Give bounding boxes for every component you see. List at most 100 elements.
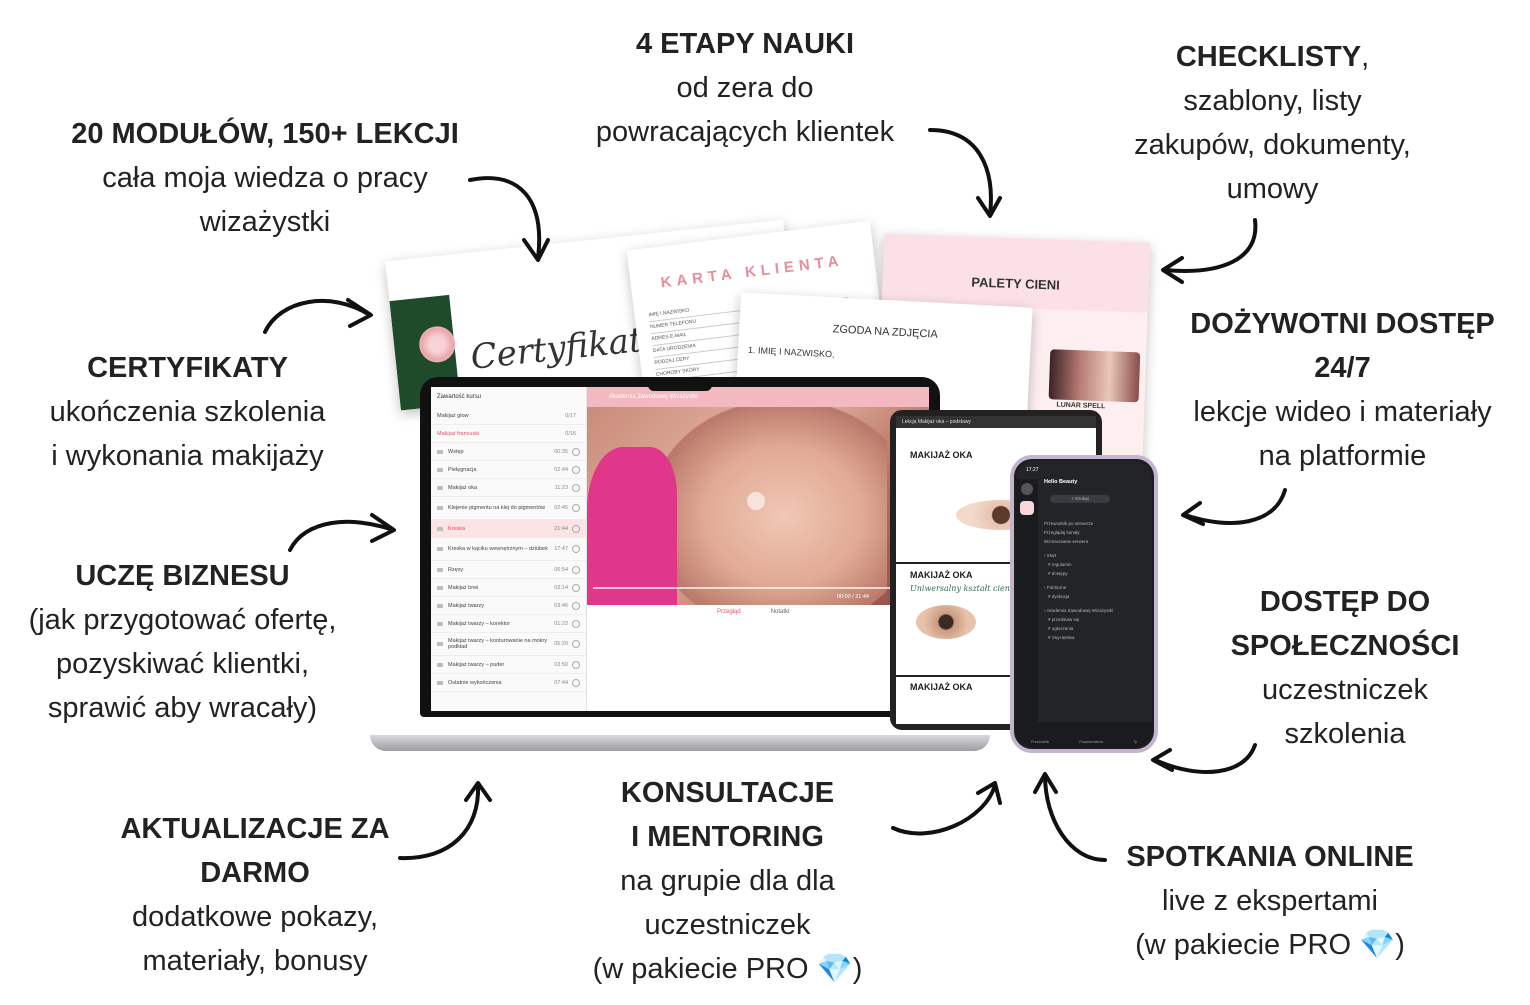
channel-item[interactable]: # regulamin bbox=[1048, 562, 1072, 567]
tablet-section-2: MAKIJAŻ OKA bbox=[910, 570, 973, 580]
lesson-video[interactable]: 00:00 / 21:44 bbox=[587, 407, 929, 605]
nav-tab[interactable]: Ty bbox=[1133, 740, 1137, 744]
completion-checkbox[interactable] bbox=[572, 583, 580, 592]
completion-checkbox[interactable] bbox=[572, 601, 580, 610]
callout-certificates: CERTYFIKATY ukończenia szkolenia i wykon… bbox=[15, 346, 360, 478]
server-avatar[interactable] bbox=[1020, 501, 1034, 515]
lesson-item[interactable]: Makijaż twarzy – konturowanie na mokry p… bbox=[431, 633, 586, 656]
tablet-section-3: MAKIJAŻ OKA bbox=[910, 682, 973, 692]
completion-checkbox[interactable] bbox=[572, 504, 580, 512]
server-menu-item[interactable]: Przewodnik po serwerze bbox=[1044, 521, 1094, 526]
callout-consult-line2: uczestniczek bbox=[644, 909, 811, 941]
channel-item[interactable]: # ogłoszenia bbox=[1048, 626, 1074, 631]
callout-certificates-line2: i wykonania makijaży bbox=[51, 440, 324, 472]
callout-lifetime-title: DOŻYWOTNI DOSTĘP bbox=[1190, 308, 1495, 340]
completion-checkbox[interactable] bbox=[572, 640, 580, 648]
callout-stages-line1: od zera do bbox=[676, 72, 814, 104]
callout-business-line1: (jak przygotować ofertę, bbox=[28, 604, 337, 636]
callout-community-title2: SPOŁECZNOŚCI bbox=[1230, 630, 1460, 662]
channel-category[interactable]: › Publiczne bbox=[1044, 585, 1067, 590]
video-time: 00:00 / 21:44 bbox=[836, 594, 869, 600]
completion-checkbox[interactable] bbox=[572, 678, 580, 687]
channel-item[interactable]: # zwycięstwa bbox=[1048, 635, 1075, 640]
callout-checklists-comma: , bbox=[1361, 41, 1370, 73]
chat-icon[interactable] bbox=[1021, 483, 1033, 495]
channel-item[interactable]: # dostępy bbox=[1048, 571, 1068, 576]
callout-consult-line1: na grupie dla dla bbox=[620, 865, 835, 897]
arrow-modules bbox=[468, 176, 542, 260]
arrow-stages bbox=[928, 128, 993, 217]
server-rail bbox=[1016, 479, 1038, 723]
callout-community-title: DOSTĘP DO bbox=[1259, 586, 1431, 618]
tablet-section-1: MAKIJAŻ OKA bbox=[910, 450, 973, 460]
channel-item[interactable]: # przedstaw się bbox=[1048, 617, 1080, 622]
laptop-camera-notch bbox=[648, 377, 712, 391]
channel-category[interactable]: › Start bbox=[1044, 553, 1057, 558]
search-input[interactable]: ⌕ Szukaj bbox=[1050, 495, 1110, 503]
arrow-community bbox=[1153, 743, 1257, 774]
lesson-main: Akademia Zawodowej Wizażystki 00:00 / 21… bbox=[587, 387, 929, 711]
callout-checklists-line2: zakupów, dokumenty, bbox=[1134, 129, 1411, 161]
tablet-header: Lekcja Makijaż oka – podstawy bbox=[896, 416, 1096, 428]
play-icon[interactable] bbox=[747, 492, 765, 510]
callout-meetings: SPOTKANIA ONLINE live z ekspertami (w pa… bbox=[1110, 835, 1430, 967]
arrow-certificates bbox=[263, 299, 372, 334]
callout-consult-line3-end: ) bbox=[852, 953, 863, 985]
callout-modules-title: 20 MODUŁÓW, 150+ LEKCJI bbox=[71, 118, 459, 150]
callout-lifetime-line1: lekcje wideo i materiały bbox=[1193, 396, 1492, 428]
callout-updates-title2: DARMO bbox=[200, 857, 310, 889]
completion-checkbox[interactable] bbox=[572, 565, 580, 574]
nav-tab[interactable]: Przewodnik bbox=[1031, 740, 1050, 744]
callout-business-title: UCZĘ BIZNESU bbox=[75, 560, 290, 592]
callout-modules: 20 MODUŁÓW, 150+ LEKCJI cała moja wiedza… bbox=[40, 112, 490, 244]
arrow-updates bbox=[398, 783, 481, 861]
video-icon bbox=[437, 585, 443, 590]
tab-overview[interactable]: Przegląd bbox=[717, 609, 741, 615]
nav-tab[interactable]: Powiadomienia bbox=[1079, 740, 1104, 744]
channel-category[interactable]: › Akademia Zawodowej Wizażystki bbox=[1044, 608, 1114, 613]
callout-consult-title: KONSULTACJE bbox=[620, 777, 835, 809]
server-menu-item[interactable]: Wzmacnianie serwera bbox=[1044, 539, 1089, 544]
completion-checkbox[interactable] bbox=[572, 483, 580, 492]
tab-notes[interactable]: Notatki bbox=[770, 609, 790, 615]
callout-stages-line2: powracających klientek bbox=[595, 116, 895, 148]
callout-meetings-line2-end: ) bbox=[1395, 929, 1405, 961]
video-progress-bar[interactable] bbox=[593, 587, 923, 589]
video-icon bbox=[437, 680, 443, 685]
video-icon bbox=[437, 506, 443, 510]
video-icon bbox=[437, 485, 443, 490]
completion-checkbox[interactable] bbox=[572, 619, 580, 628]
completion-checkbox[interactable] bbox=[572, 465, 580, 474]
channel-item[interactable]: # dyskusja bbox=[1048, 594, 1070, 599]
completion-checkbox[interactable] bbox=[572, 660, 580, 669]
callout-certificates-title: CERTYFIKATY bbox=[87, 352, 288, 384]
callout-community: DOSTĘP DO SPOŁECZNOŚCI uczestniczek szko… bbox=[1190, 580, 1500, 756]
completion-checkbox[interactable] bbox=[572, 524, 580, 533]
completion-checkbox[interactable] bbox=[572, 545, 580, 553]
completion-checkbox[interactable] bbox=[572, 447, 580, 456]
callout-business: UCZĘ BIZNESU (jak przygotować ofertę, po… bbox=[5, 554, 360, 730]
video-icon bbox=[437, 662, 443, 667]
callout-certificates-line1: ukończenia szkolenia bbox=[49, 396, 326, 428]
arrow-checklists bbox=[1163, 218, 1258, 273]
callout-meetings-title: SPOTKANIA ONLINE bbox=[1126, 841, 1414, 873]
lesson-tabs: Przegląd Notatki bbox=[587, 609, 929, 615]
server-menu-item[interactable]: Przeglądaj kanały bbox=[1044, 530, 1080, 535]
